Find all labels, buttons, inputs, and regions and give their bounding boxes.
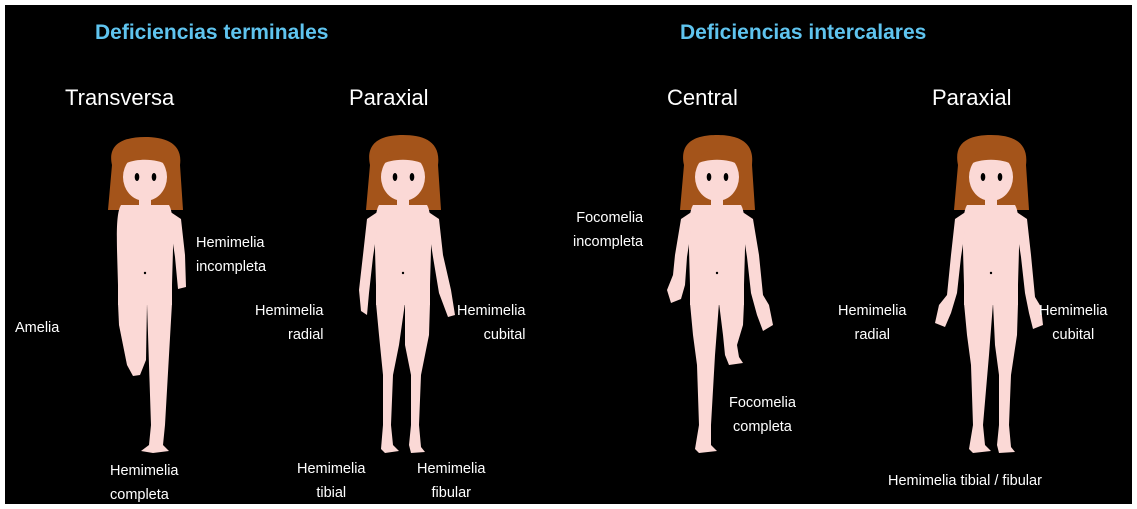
figure-transverse-child xyxy=(108,137,186,453)
label-hemimelia-cubital-terminal: Hemimelia cubital xyxy=(457,299,526,347)
label-focomelia-incompleta: Focomelia incompleta xyxy=(573,206,643,254)
label-hemimelia-incompleta: Hemimelia incompleta xyxy=(196,231,266,279)
label-hemimelia-cubital-intercalar: Hemimelia cubital xyxy=(1039,299,1108,347)
label-hemimelia-completa: Hemimelia completa xyxy=(110,459,179,504)
label-focomelia-completa: Focomelia completa xyxy=(729,391,796,439)
label-hemimelia-tibial-fibular: Hemimelia tibial / fibular xyxy=(888,469,1042,493)
figure-terminal-paraxial-child xyxy=(359,135,455,453)
label-hemimelia-radial-terminal: Hemimelia radial xyxy=(255,299,324,347)
label-hemimelia-tibial: Hemimelia tibial xyxy=(297,457,366,504)
slide: Deficiencias terminales Deficiencias int… xyxy=(5,5,1132,504)
label-hemimelia-fibular: Hemimelia fibular xyxy=(417,457,486,504)
label-hemimelia-radial-intercalar: Hemimelia radial xyxy=(838,299,907,347)
figure-intercalary-paraxial-child xyxy=(935,135,1043,453)
figures-illustration: .skin { fill: #fbd9d6; } .hair { fill: #… xyxy=(5,5,1132,504)
label-amelia: Amelia xyxy=(15,316,59,340)
